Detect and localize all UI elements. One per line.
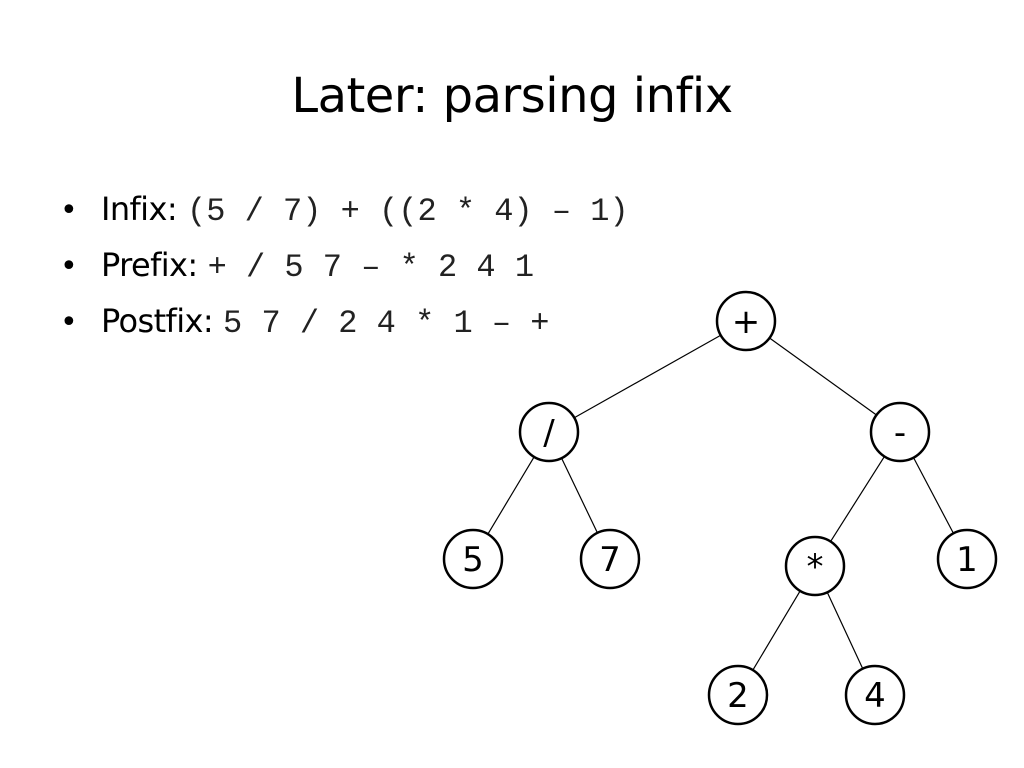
infix-expression: (5 / 7) + ((2 * 4) – 1) bbox=[187, 193, 629, 230]
tree-node-label: + bbox=[732, 302, 761, 342]
bullet-marker: • bbox=[60, 305, 78, 340]
tree-edge-minus-one bbox=[913, 457, 954, 534]
prefix-expression: + / 5 7 – * 2 4 1 bbox=[207, 249, 535, 286]
bullet-marker: • bbox=[60, 249, 78, 284]
tree-node-circle bbox=[844, 664, 906, 726]
tree-edge-div-seven bbox=[561, 457, 598, 534]
tree-edge-mul-two bbox=[752, 590, 801, 671]
tree-node-label: 7 bbox=[599, 540, 621, 580]
tree-node-div: / bbox=[518, 401, 580, 463]
tree-node-label: 2 bbox=[727, 676, 749, 716]
tree-node-circle bbox=[579, 528, 641, 590]
bullet-postfix: • Postfix:5 7 / 2 4 * 1 – + bbox=[60, 297, 629, 353]
tree-node-label: 1 bbox=[956, 540, 978, 580]
tree-node-plus: + bbox=[715, 290, 777, 352]
postfix-expression: 5 7 / 2 4 * 1 – + bbox=[223, 305, 550, 342]
tree-node-mul: * bbox=[784, 535, 846, 597]
tree-node-label: / bbox=[543, 413, 555, 453]
tree-node-label: * bbox=[807, 547, 824, 587]
tree-node-seven: 7 bbox=[579, 528, 641, 590]
bullet-prefix: • Prefix:+ / 5 7 – * 2 4 1 bbox=[60, 241, 629, 297]
tree-node-label: 4 bbox=[864, 676, 886, 716]
tree-node-minus: - bbox=[869, 401, 931, 463]
bullet-infix: • Infix:(5 / 7) + ((2 * 4) – 1) bbox=[60, 185, 629, 241]
tree-node-label: - bbox=[894, 413, 906, 453]
tree-node-circle bbox=[442, 528, 504, 590]
tree-node-circle bbox=[715, 290, 777, 352]
tree-node-four: 4 bbox=[844, 664, 906, 726]
tree-node-circle bbox=[936, 528, 998, 590]
tree-nodes: + / - 5 7 * 1 2 4 bbox=[442, 290, 998, 726]
tree-node-two: 2 bbox=[707, 664, 769, 726]
bullet-label-infix: Infix: bbox=[101, 190, 178, 228]
bullet-label-postfix: Postfix: bbox=[101, 302, 214, 340]
tree-edge-mul-four bbox=[826, 592, 864, 669]
tree-node-circle bbox=[784, 535, 846, 597]
bullet-marker: • bbox=[60, 193, 78, 228]
tree-edge-plus-minus bbox=[769, 337, 877, 416]
tree-node-label: 5 bbox=[462, 540, 484, 580]
tree-edges bbox=[487, 334, 954, 671]
tree-node-circle bbox=[707, 664, 769, 726]
tree-edge-plus-div bbox=[573, 334, 722, 419]
tree-node-one: 1 bbox=[936, 528, 998, 590]
bullet-label-prefix: Prefix: bbox=[101, 246, 198, 284]
tree-edge-minus-mul bbox=[830, 456, 885, 542]
slide-title: Later: parsing infix bbox=[291, 68, 733, 124]
tree-node-five: 5 bbox=[442, 528, 504, 590]
bullet-list: • Infix:(5 / 7) + ((2 * 4) – 1) • Prefix:+… bbox=[60, 185, 629, 353]
tree-node-circle bbox=[869, 401, 931, 463]
tree-node-circle bbox=[518, 401, 580, 463]
tree-edge-div-five bbox=[487, 456, 535, 535]
